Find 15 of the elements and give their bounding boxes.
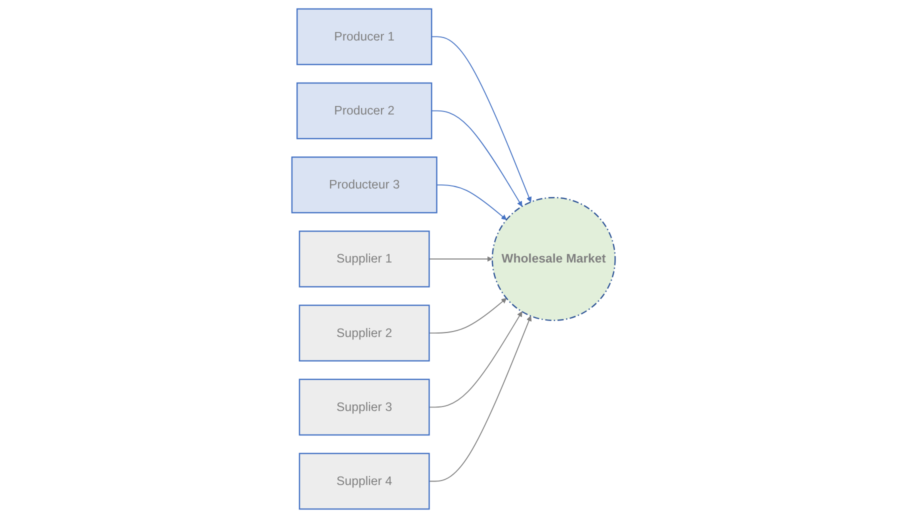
node-box: Supplier 1 [298, 230, 430, 287]
arrow [428, 298, 507, 334]
node-box: Supplier 4 [298, 452, 430, 510]
arrow [436, 184, 507, 220]
node-circle: Wholesale Market [492, 196, 616, 321]
node-box: Supplier 3 [298, 378, 430, 436]
arrow [428, 315, 532, 482]
arrow [431, 36, 532, 202]
node-box: Supplier 2 [298, 304, 430, 361]
arrow [431, 110, 522, 206]
node-box: Producteur 3 [291, 156, 438, 213]
node-box: Producer 2 [296, 82, 432, 139]
node-box: Producer 1 [296, 8, 432, 65]
arrow [428, 256, 492, 262]
arrow [428, 310, 522, 408]
